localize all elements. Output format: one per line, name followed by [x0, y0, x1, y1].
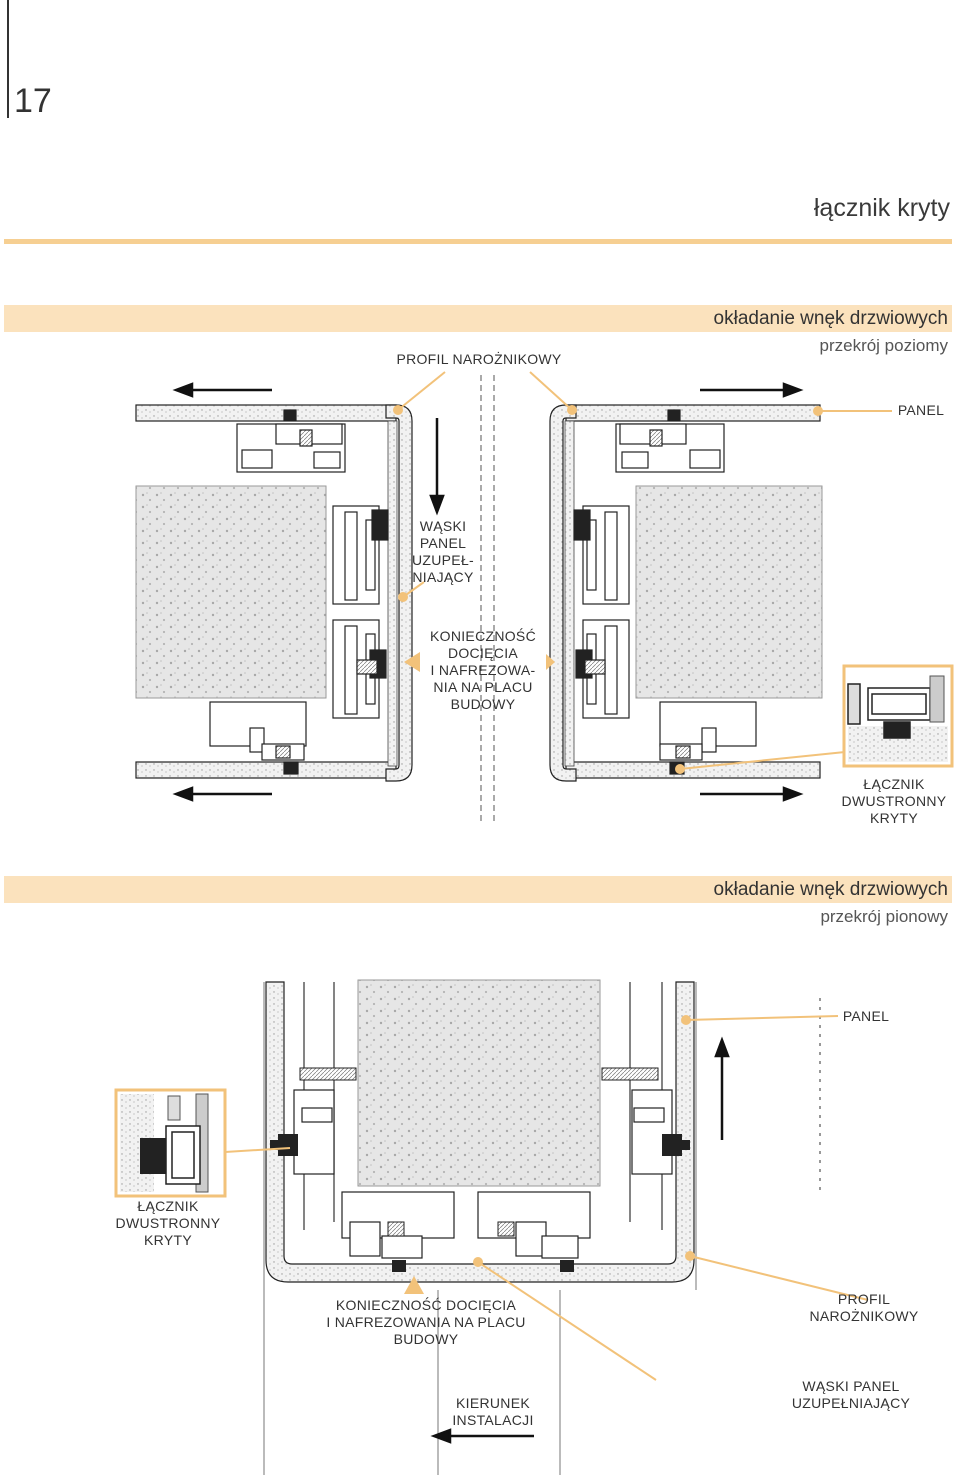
label-line: INSTALACJI — [452, 1412, 534, 1428]
label-line: DWUSTRONNY — [115, 1215, 221, 1231]
label-line: NIAJĄCY — [412, 569, 474, 585]
label-line: KONIECZNOŚĆ DOCIĘCIA — [335, 1297, 517, 1313]
section-subheading-vertical: przekrój pionowy — [820, 907, 948, 926]
label-line: BUDOWY — [393, 1331, 459, 1347]
label-line: DOCIĘCIA — [447, 645, 519, 661]
section-subheading-horizontal: przekrój poziomy — [819, 336, 949, 355]
label-waski-panel-v: WĄSKI PANEL UZUPEŁNIAJĄCY — [770, 1378, 932, 1412]
label-line: KRYTY — [144, 1232, 192, 1248]
label-line: WĄSKI — [419, 518, 467, 534]
horizontal-section-drawing — [135, 371, 954, 822]
label-line: UZUPEŁNIAJĄCY — [791, 1395, 911, 1411]
label-line: I NAFREZOWA- — [430, 662, 536, 678]
label-line: WĄSKI PANEL — [802, 1378, 900, 1394]
label-panel-h: PANEL — [897, 402, 945, 418]
label-waski-panel-h: WĄSKI PANEL UZUPEŁ- NIAJĄCY — [408, 518, 478, 586]
label-line: DWUSTRONNY — [841, 793, 947, 809]
label-line: KONIECZNOŚĆ — [430, 628, 536, 644]
margin-rule — [7, 0, 9, 118]
section-band-horizontal — [4, 305, 952, 332]
label-line: ŁĄCZNIK — [863, 776, 925, 792]
label-line: NIA NA PLACU — [433, 679, 533, 695]
page-title: łącznik kryty — [813, 194, 950, 222]
title-rule — [4, 239, 952, 244]
section-heading-horizontal: okładanie wnęk drzwiowych — [713, 308, 948, 329]
label-line: BUDOWY — [450, 696, 516, 712]
label-line: NAROŻNIKOWY — [809, 1308, 919, 1324]
label-kierunek-instalacji: KIERUNEK INSTALACJI — [430, 1395, 556, 1429]
label-line: ŁĄCZNIK — [137, 1198, 199, 1214]
page-number: 17 — [14, 82, 52, 120]
vertical-section-drawing — [114, 979, 869, 1475]
label-koniecznosc-h: KONIECZNOŚĆ DOCIĘCIA I NAFREZOWA- NIA NA… — [420, 628, 546, 713]
section-heading-vertical: okładanie wnęk drzwiowych — [713, 879, 948, 900]
label-lacznik-v: ŁĄCZNIK DWUSTRONNY KRYTY — [106, 1198, 230, 1249]
label-line: I NAFREZOWANIA NA PLACU — [326, 1314, 526, 1330]
label-profil-naroznikowy-v: PROFIL NAROŻNIKOWY — [796, 1291, 932, 1325]
label-line: KIERUNEK — [456, 1395, 530, 1411]
label-line: KRYTY — [870, 810, 918, 826]
label-line: PANEL — [419, 535, 467, 551]
label-line: UZUPEŁ- — [412, 552, 474, 568]
label-line: PROFIL — [837, 1291, 891, 1307]
label-koniecznosc-v: KONIECZNOŚĆ DOCIĘCIA I NAFREZOWANIA NA P… — [310, 1297, 542, 1348]
label-lacznik-h: ŁĄCZNIK DWUSTRONNY KRYTY — [832, 776, 956, 827]
section-band-vertical — [4, 876, 952, 903]
label-profil-naroznikowy-h: PROFIL NAROŻNIKOWY — [396, 351, 562, 367]
label-panel-v: PANEL — [842, 1008, 890, 1024]
